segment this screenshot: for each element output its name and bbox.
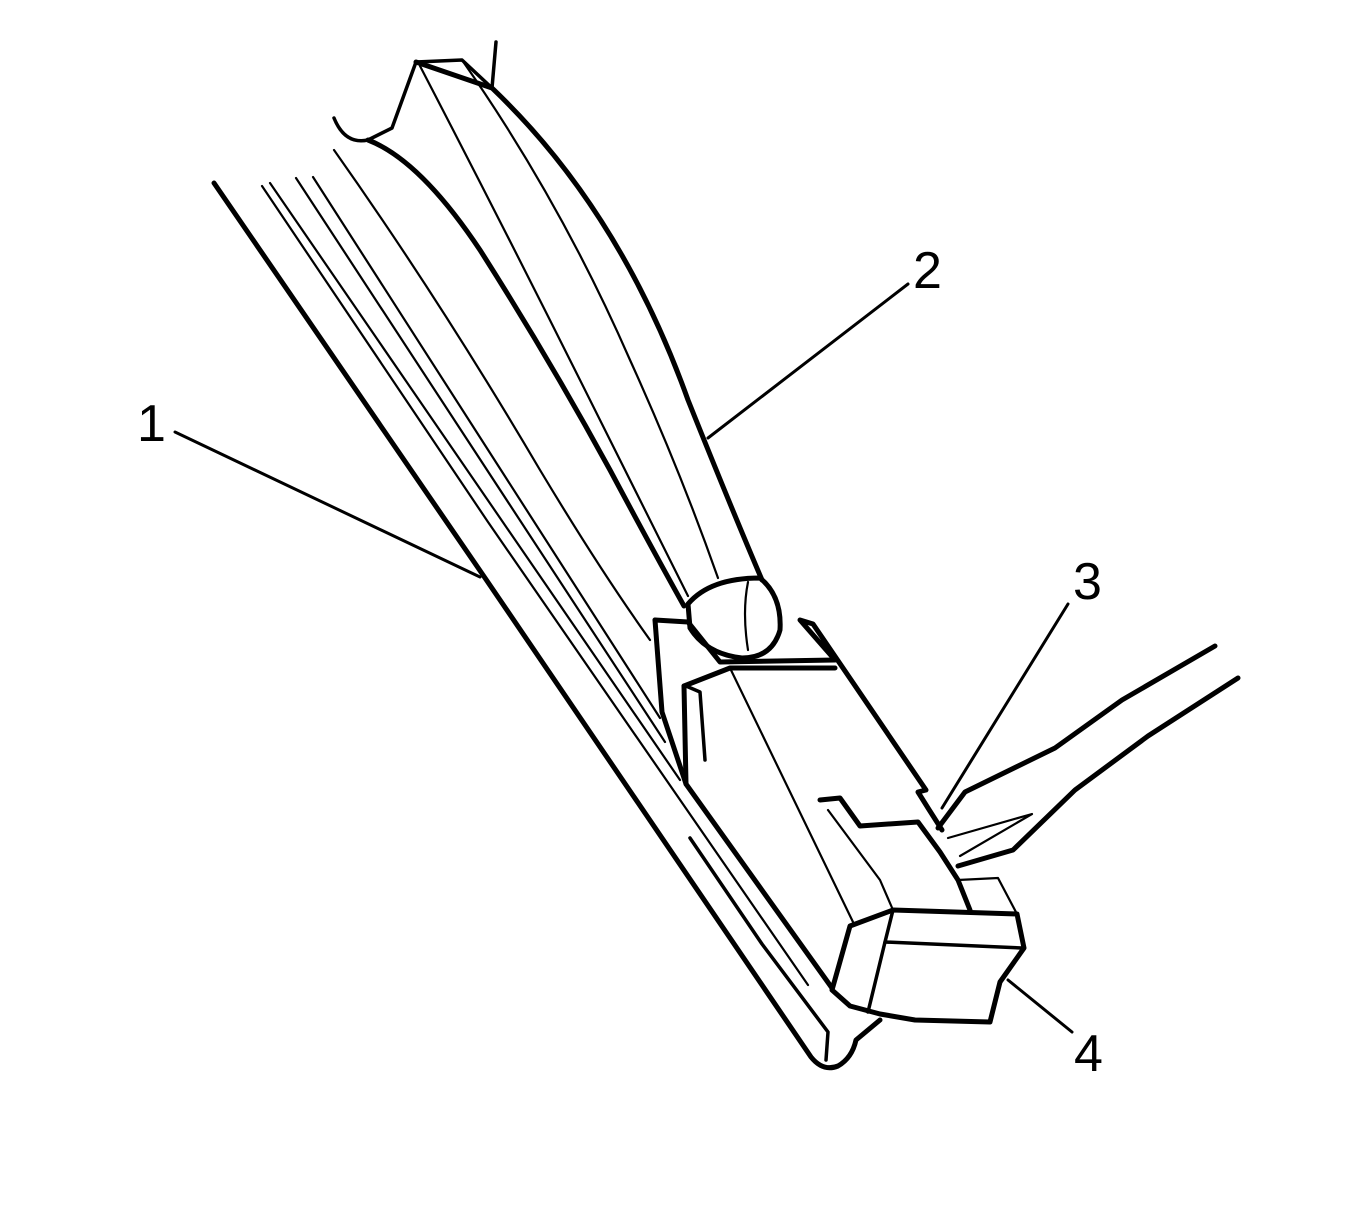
leader-2 [706, 282, 910, 440]
arm-pivot-seam [743, 580, 750, 652]
blade-ridge-3 [294, 176, 667, 744]
tool-tip [946, 812, 1034, 858]
clip-left-wall [652, 617, 689, 787]
callout-labels: 1 2 3 4 [137, 242, 1103, 1083]
arm-groove-1 [460, 58, 720, 580]
clip-inner-edge [728, 666, 855, 924]
end-cap-edge [866, 940, 887, 1014]
callout-1: 1 [137, 395, 166, 453]
tool-upper-edge [935, 643, 1218, 831]
arm-groove-2 [418, 64, 690, 598]
clip-outer-body [652, 617, 945, 833]
clip-step [684, 684, 707, 762]
blade-lower-rail [688, 836, 830, 1062]
blade-strip [211, 175, 883, 1071]
release-tool [935, 643, 1241, 869]
clip-top-face [681, 665, 838, 689]
blade-ridge-4 [311, 175, 662, 720]
wiper-arm [332, 40, 783, 661]
callout-2: 2 [913, 242, 942, 300]
leader-3 [940, 602, 1070, 810]
arm-pivot-knob [685, 575, 783, 661]
end-cap-top-ridge [956, 876, 1019, 916]
arm-end-cap [332, 40, 498, 143]
clip-inner-block [681, 683, 835, 991]
tool-lower-edge [955, 675, 1241, 869]
blade-clip [652, 617, 973, 991]
callout-leaders [173, 282, 1074, 1034]
arm-front-edge [365, 137, 687, 609]
blade-ridge-2 [268, 181, 682, 782]
clip-tab-edge [826, 808, 895, 912]
blade-ridge-1 [260, 184, 810, 987]
callout-3: 3 [1073, 553, 1102, 611]
leader-1 [173, 430, 482, 579]
arm-inner-line [332, 148, 652, 642]
end-cap [829, 876, 1027, 1025]
arm-back-edge [413, 59, 765, 583]
callout-4: 4 [1074, 1025, 1103, 1083]
leader-4 [1006, 978, 1074, 1034]
blade-outer-edge [211, 180, 883, 1071]
end-cap-front [829, 907, 1027, 1025]
